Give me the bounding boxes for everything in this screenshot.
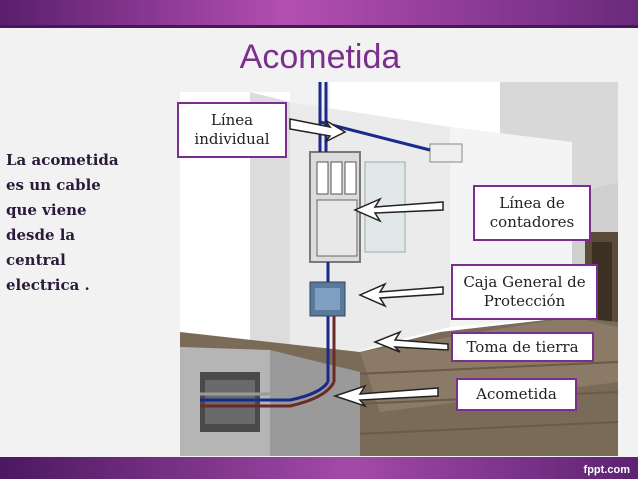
slide-title: Acometida [239, 38, 401, 76]
label-linea-individual: Línea individual [177, 102, 287, 158]
body-text: La acometida es un cable que viene desde… [6, 151, 119, 294]
label-linea-contadores: Línea de contadores [473, 185, 591, 241]
label-toma-tierra: Toma de tierra [451, 332, 594, 362]
label-caja-general-proteccion: Caja General de Protección [451, 264, 598, 320]
bottom-decorative-band: fppt.com [0, 457, 638, 479]
brand-logo: fppt.com [583, 464, 630, 476]
label-acometida: Acometida [456, 378, 577, 411]
top-decorative-band [0, 0, 638, 28]
